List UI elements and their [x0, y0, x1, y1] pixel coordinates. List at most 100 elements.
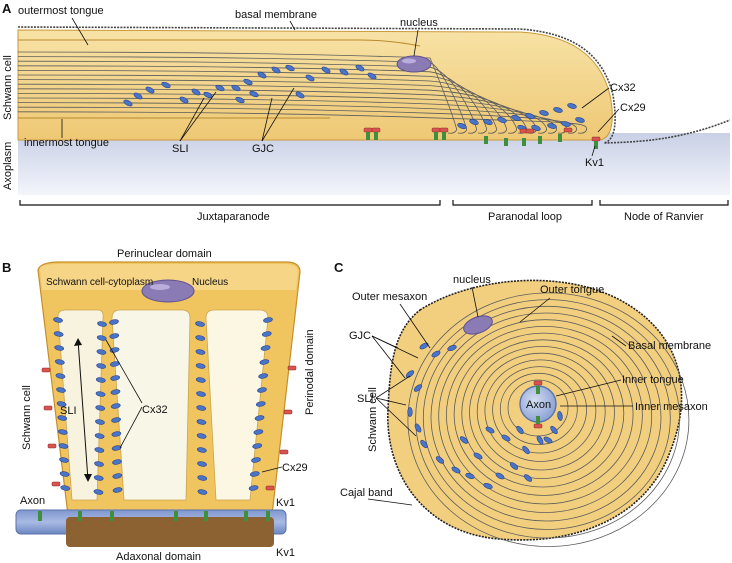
gap-junction: [54, 359, 65, 365]
gap-junction: [231, 84, 241, 92]
gap-junction: [58, 443, 69, 449]
cx29-channel: [563, 127, 573, 133]
nucleus-c: [463, 315, 493, 335]
cx29-channel: [283, 409, 293, 415]
gap-junction: [133, 92, 143, 100]
gap-junction: [459, 436, 469, 444]
gap-junction: [485, 426, 495, 434]
label-schwann-cell-cytoplasm: Schwann cell-cytoplasm: [46, 277, 153, 288]
gap-junction: [95, 419, 105, 425]
label-juxtaparanode: Juxtaparanode: [197, 211, 270, 223]
gap-junction: [195, 335, 206, 341]
gap-junction: [95, 377, 106, 383]
leader-sli-c-3: [375, 397, 417, 437]
gap-junction: [196, 405, 207, 411]
label-schwann-cell-b: Schwann cell: [21, 385, 33, 450]
leader-nucleus-a: [413, 29, 419, 57]
gap-junction: [57, 415, 68, 421]
gap-junction: [553, 107, 563, 113]
myelin-ring: [453, 332, 634, 496]
gap-junction: [321, 66, 331, 74]
gap-junction: [483, 483, 493, 489]
leader-gjc-c-3: [371, 335, 399, 349]
bracket-paranodal-loop: [452, 200, 593, 206]
myelin-ring: [499, 372, 578, 445]
gap-junction: [495, 472, 505, 480]
kv1-channel: [266, 511, 270, 521]
cx29-channel: [363, 127, 373, 133]
gap-junction: [367, 72, 377, 80]
gap-junction: [96, 335, 107, 341]
label-basal-membrane-a: basal membrane: [235, 9, 317, 21]
gap-junction: [435, 456, 445, 464]
gap-junction: [419, 342, 429, 350]
gap-junction: [511, 115, 521, 121]
gap-junction: [469, 119, 479, 125]
gap-junction: [94, 461, 104, 467]
gap-junction: [431, 350, 441, 358]
gap-junction: [255, 401, 266, 407]
gap-junction: [94, 433, 105, 439]
myelin-ring: [446, 326, 643, 505]
myelin-ring: [469, 346, 615, 479]
panel-a-markers: [123, 64, 601, 149]
compartment-left: [57, 309, 104, 501]
leader-sli-c-2: [375, 397, 407, 406]
gap-junction: [405, 370, 415, 378]
leader-cx32-b-1: [105, 339, 143, 404]
label-kv1-a: Kv1: [585, 157, 604, 169]
label-nucleus-a: nucleus: [400, 17, 438, 29]
gap-junction: [110, 375, 121, 381]
kv1-channel: [538, 136, 542, 144]
gap-junction: [93, 475, 104, 481]
gap-junction: [523, 474, 533, 482]
gap-junction: [111, 431, 122, 437]
gap-junction: [111, 417, 121, 423]
myelin-ring: [407, 292, 690, 547]
gap-junction: [53, 331, 64, 337]
myelin-lamella: [17, 74, 507, 134]
myelin-rings: [407, 292, 690, 547]
gap-junction: [451, 466, 461, 474]
cx29-channel: [431, 127, 441, 133]
gap-junction: [60, 485, 71, 491]
compartment-middle: [111, 309, 191, 501]
leader-basal-membrane-c: [611, 335, 627, 347]
cx29-channel: [43, 405, 53, 411]
cx29-channel: [287, 365, 297, 371]
gap-junction: [536, 435, 544, 445]
kv1-channel: [38, 511, 42, 521]
label-sli-b: SLI: [60, 405, 77, 417]
gap-junction: [259, 359, 270, 365]
gap-junction: [196, 447, 207, 453]
gap-junction: [197, 475, 208, 481]
gap-junction: [355, 64, 365, 72]
cx29-channel: [265, 485, 275, 491]
label-nucleus-c: nucleus: [453, 274, 491, 286]
gap-junction: [413, 384, 423, 392]
gap-junction: [95, 391, 106, 397]
panel-b-letter: B: [2, 260, 11, 275]
nucleus-b-highlight: [150, 284, 170, 290]
gap-junction: [195, 363, 206, 369]
myelin-lamella: [17, 79, 517, 134]
sli-arrow-head-top: [74, 338, 82, 346]
leader-gjc-a-1: [261, 97, 273, 142]
gap-junction: [94, 447, 105, 453]
gap-junction: [567, 103, 577, 109]
label-schwann-cell-a: Schwann cell: [2, 55, 14, 120]
leader-nucleus-c: [471, 286, 479, 318]
label-perinuclear-domain: Perinuclear domain: [117, 248, 212, 260]
label-perinodal-domain: Perinodal domain: [304, 329, 316, 415]
leader-sli-c-1: [375, 375, 411, 399]
gap-junction: [557, 411, 563, 421]
leader-basal-membrane-a: [289, 20, 296, 31]
label-cx29-b: Cx29: [282, 462, 308, 474]
gap-junction: [123, 99, 133, 107]
leader-cx32-b-2: [119, 406, 143, 449]
basal-membrane-line: [17, 26, 731, 144]
kv1-channel: [374, 132, 378, 140]
outermost-tongue: [18, 39, 421, 47]
label-gjc-c: GJC: [349, 330, 371, 342]
gap-junction: [54, 345, 65, 351]
